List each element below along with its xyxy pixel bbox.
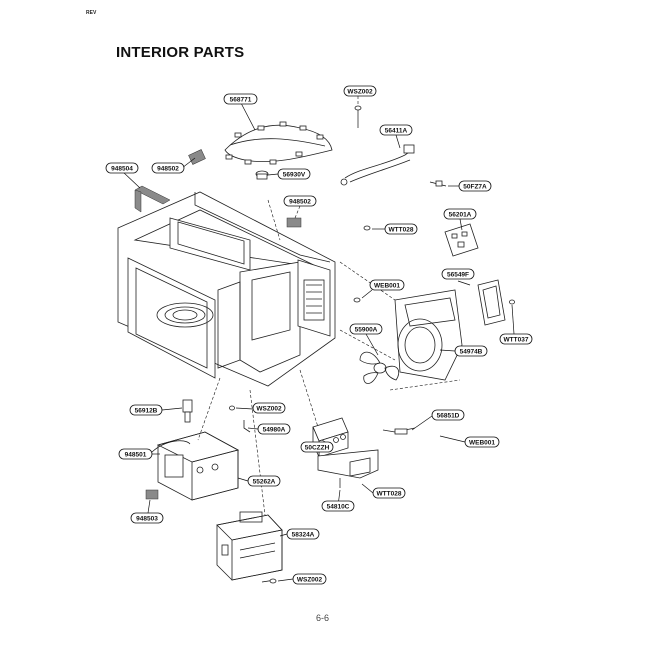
svg-text:56851D: 56851D	[437, 412, 460, 419]
magnetron-58324a	[216, 511, 283, 581]
revision-mark: REV	[86, 10, 97, 16]
svg-text:50CZZH: 50CZZH	[305, 444, 330, 451]
bracket-56549f	[477, 279, 506, 326]
label-56912b: 56912B	[129, 404, 163, 416]
svg-text:948502: 948502	[157, 165, 179, 172]
label-54974b: 54974B	[454, 345, 488, 357]
pad-948502-b	[286, 217, 302, 228]
label-54980a: 54980A	[257, 423, 291, 435]
label-wtt028-b: WTT028	[372, 487, 406, 499]
transformer-55262a	[151, 431, 240, 501]
svg-text:54974B: 54974B	[460, 348, 483, 355]
svg-text:55900A: 55900A	[355, 326, 378, 333]
page-number: 6-6	[316, 613, 330, 623]
part-54980a	[229, 405, 251, 433]
svg-text:56912B: 56912B	[135, 407, 158, 414]
svg-text:WTT028: WTT028	[389, 226, 414, 233]
pcb-56201a	[444, 223, 479, 257]
svg-text:WSZ002: WSZ002	[297, 576, 323, 583]
svg-text:54810C: 54810C	[327, 503, 350, 510]
label-948502-a: 948502	[151, 162, 185, 174]
label-948501: 948501	[118, 448, 153, 460]
label-948502-b: 948502	[283, 195, 317, 207]
thermostat-56930v	[255, 170, 269, 180]
screw-top	[354, 105, 362, 128]
svg-text:948503: 948503	[136, 515, 158, 522]
assembly-guides	[197, 199, 461, 516]
svg-text:WEB001: WEB001	[374, 282, 400, 289]
svg-text:WTT028: WTT028	[377, 490, 402, 497]
bracket-54810c	[317, 449, 379, 488]
label-948503: 948503	[130, 512, 164, 524]
screw-bottom	[261, 578, 277, 584]
label-wtt037: WTT037	[499, 333, 533, 345]
label-56201a: 56201A	[443, 208, 477, 220]
leader-lines	[122, 96, 515, 582]
label-wsz002-mid: WSZ002	[252, 402, 286, 414]
pad-948503	[145, 489, 159, 500]
label-web001-a: WEB001	[369, 279, 405, 291]
label-55900a: 55900A	[349, 323, 383, 335]
svg-text:58324A: 58324A	[292, 531, 315, 538]
sensor-cable	[340, 144, 415, 186]
fan-55900a	[359, 351, 400, 384]
label-56411a: 56411A	[379, 124, 413, 136]
label-56930v: 56930V	[277, 168, 311, 180]
label-58324a: 58324A	[286, 528, 320, 540]
screw-wtt037	[509, 299, 515, 305]
screw-web001-a	[353, 297, 361, 303]
diode-56851d	[382, 427, 416, 435]
label-50czzh: 50CZZH	[300, 441, 334, 453]
svg-text:WEB001: WEB001	[469, 439, 495, 446]
screw-wtt028-a	[363, 225, 371, 231]
svg-text:WSZ002: WSZ002	[256, 405, 282, 412]
svg-text:WSZ002: WSZ002	[347, 88, 373, 95]
label-wtt028-a: WTT028	[384, 223, 418, 235]
part-labels: 568771 WSZ002 56411A 948504 948502 56930…	[105, 85, 533, 585]
svg-text:WTT037: WTT037	[504, 336, 529, 343]
fan-duct-54974b	[394, 289, 463, 381]
oven-cavity	[117, 191, 336, 387]
svg-text:56930V: 56930V	[283, 171, 306, 178]
svg-text:56201A: 56201A	[449, 211, 472, 218]
fuse-50fz7a	[429, 180, 447, 187]
svg-text:948502: 948502	[289, 198, 311, 205]
svg-text:568771: 568771	[230, 96, 252, 103]
svg-text:948501: 948501	[125, 451, 147, 458]
label-56851d: 56851D	[431, 409, 465, 421]
label-55262a: 55262A	[247, 475, 281, 487]
label-web001-b: WEB001	[464, 436, 500, 448]
label-54810c: 54810C	[321, 500, 355, 512]
label-wsz002-bot: WSZ002	[292, 573, 327, 585]
label-948504: 948504	[105, 162, 139, 174]
svg-text:50FZ7A: 50FZ7A	[463, 183, 487, 190]
svg-text:54980A: 54980A	[263, 426, 286, 433]
svg-text:948504: 948504	[111, 165, 133, 172]
part-56912b	[182, 399, 193, 423]
label-50fz7a: 50FZ7A	[458, 180, 492, 192]
svg-text:55262A: 55262A	[253, 478, 276, 485]
label-568771: 568771	[223, 93, 258, 105]
pad-948502-a	[188, 149, 206, 165]
label-56549f: 56549F	[441, 268, 475, 280]
svg-text:56411A: 56411A	[385, 127, 408, 134]
page-title: INTERIOR PARTS	[116, 44, 245, 61]
svg-text:56549F: 56549F	[447, 271, 469, 278]
wire-harness	[224, 121, 333, 165]
label-wsz002-top: WSZ002	[343, 85, 377, 97]
